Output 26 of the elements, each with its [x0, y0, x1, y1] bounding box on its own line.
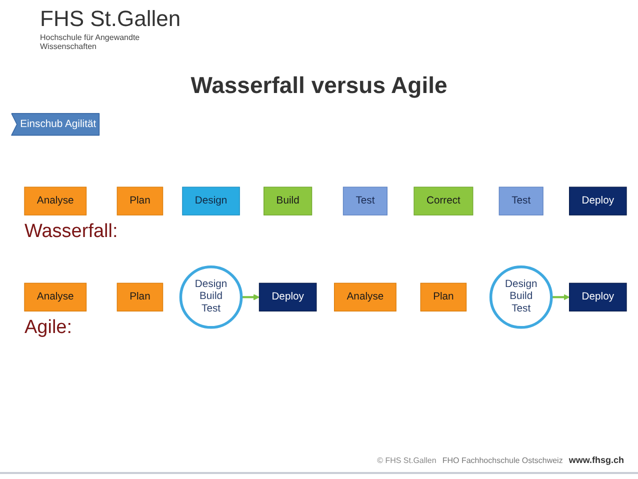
node-box: Build — [264, 186, 312, 216]
node-box: Deploy — [569, 282, 627, 312]
node-box: Analyse — [24, 186, 87, 216]
web-address: www.fhsg.ch — [568, 455, 624, 465]
arrow — [241, 294, 260, 300]
node-box: Design — [182, 186, 240, 216]
node-circle: Design Build Test — [179, 265, 243, 329]
node-box: Deploy — [569, 186, 627, 216]
node-box: Plan — [116, 186, 164, 216]
footer-text: FHO Fachhochschule Ostschweiz — [442, 456, 563, 465]
node-box: Test — [498, 186, 544, 216]
node-box: Deploy — [258, 282, 317, 312]
node-box: Analyse — [334, 282, 396, 312]
node-box: Test — [342, 186, 388, 216]
node-box: Analyse — [24, 282, 87, 312]
institution-name: FHS St.Gallen — [40, 6, 181, 32]
slide-title: Wasserfall versus Agile — [190, 72, 448, 99]
node-circle: Design Build Test — [489, 265, 553, 329]
copyright-notice: © FHS St.Gallen — [377, 456, 436, 465]
institution-subtitle: Hochschule für Angewandte Wissenschaften — [40, 33, 141, 51]
node-box: Plan — [116, 282, 164, 312]
arrow — [551, 294, 570, 300]
node-box: Correct — [414, 186, 474, 216]
row-label: Wasserfall: — [24, 221, 118, 244]
row-label: Agile: — [24, 317, 72, 340]
node-box: Plan — [420, 282, 467, 312]
